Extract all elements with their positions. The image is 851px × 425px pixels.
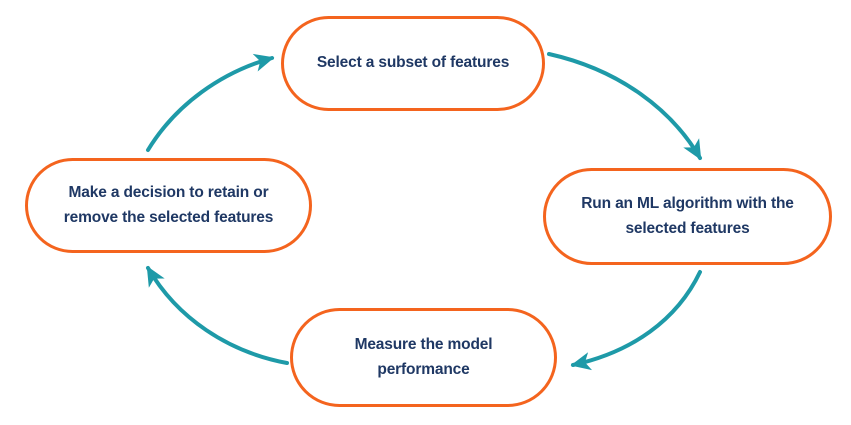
node-measure-performance-label: Measure the model performance [354, 336, 493, 378]
edge-measure-to-decision [146, 265, 289, 365]
node-make-decision[interactable]: Make a decision to retain or remove the … [25, 158, 312, 253]
edge-select-to-run [547, 52, 702, 161]
edge-run-to-measure [570, 270, 702, 371]
node-run-ml-algorithm-label: Run an ML algorithm with the selected fe… [581, 195, 794, 237]
node-select-subset[interactable]: Select a subset of features [281, 16, 545, 111]
node-make-decision-label: Make a decision to retain or remove the … [63, 184, 274, 226]
node-select-subset-label: Select a subset of features [316, 54, 510, 72]
node-run-ml-algorithm[interactable]: Run an ML algorithm with the selected fe… [543, 168, 832, 265]
node-measure-performance[interactable]: Measure the model performance [290, 308, 557, 407]
edge-decision-to-select [146, 53, 275, 152]
